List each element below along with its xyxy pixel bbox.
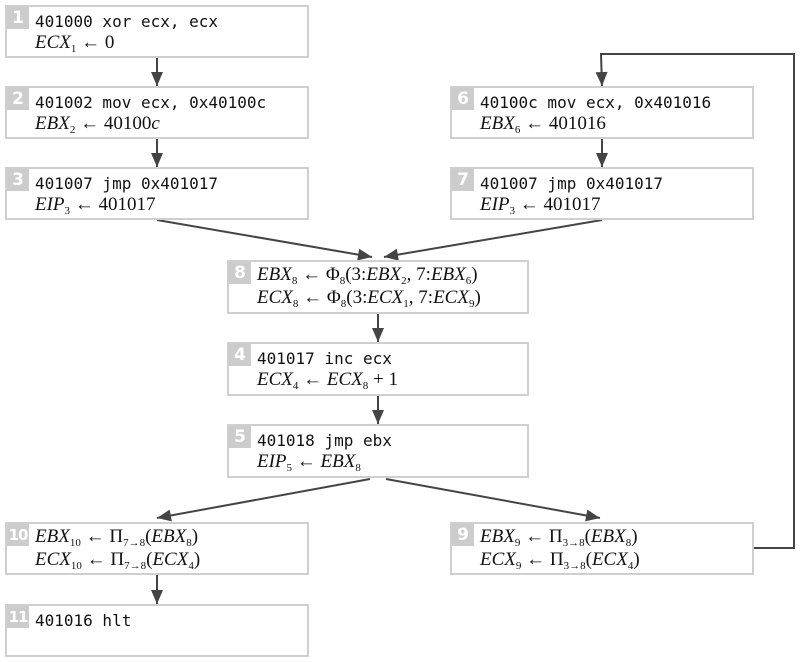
arrowhead [151, 72, 163, 86]
node-number-badge: 9 [452, 524, 474, 546]
assembly-instruction: 401002 mov ecx, 0x40100c [35, 93, 267, 112]
node-number-badge: 7 [452, 169, 474, 191]
node-number-badge: 5 [229, 426, 251, 448]
ssa-assignment: EBX6 ← 401016 [480, 113, 606, 136]
edge-5-to-9 [385, 478, 601, 519]
ssa-assignment: ECX4 ← ECX8 + 1 [257, 369, 398, 392]
cfg-node-8: 8 EBX8 ← Φ8(3:EBX2, 7:EBX6)ECX8 ← Φ8(3:EC… [227, 260, 529, 314]
assembly-instruction: 401018 jmp ebx [257, 431, 392, 450]
arrowhead [595, 71, 608, 86]
ssa-assignment: EBX2 ← 40100c [35, 113, 160, 136]
ssa-assignment: ECX10 ← Π7→8(ECX4) [35, 549, 201, 572]
node-number-badge: 8 [229, 262, 251, 284]
arrowhead [151, 590, 163, 604]
ssa-assignment: EIP3 ← 401017 [480, 194, 601, 217]
arrowhead [372, 328, 384, 342]
node-number-badge: 4 [229, 344, 251, 366]
edge-9-to-6 [599, 53, 795, 549]
arrowhead [585, 509, 600, 522]
arrowhead [596, 153, 608, 167]
node-number-badge: 1 [7, 7, 29, 29]
assembly-instruction: 401007 jmp 0x401017 [35, 174, 219, 193]
ssa-assignment: EIP3 ← 401017 [35, 194, 156, 217]
assembly-instruction: 40100c mov ecx, 0x401016 [480, 93, 712, 112]
cfg-node-9: 9 EBX9 ← Π3→8(EBX8)ECX9 ← Π3→8(ECX4) [450, 522, 754, 575]
ssa-assignment: ECX1 ← 0 [35, 32, 115, 55]
edge-7-to-8 [383, 219, 603, 258]
node-number-badge: 10 [7, 524, 29, 546]
node-number-badge: 3 [7, 169, 29, 191]
arrowhead [357, 248, 372, 261]
assembly-instruction: 401016 hlt [35, 611, 132, 630]
assembly-instruction: 401000 xor ecx, ecx [35, 12, 219, 31]
ssa-assignment: EBX9 ← Π3→8(EBX8) [480, 526, 638, 549]
cfg-node-11: 11 401016 hlt [5, 604, 309, 657]
arrowhead [151, 153, 163, 167]
edge-3-to-8 [156, 219, 373, 258]
arrowhead [157, 509, 172, 522]
arrowhead [384, 248, 399, 261]
ssa-assignment: ECX8 ← Φ8(3:ECX1, 7:ECX9) [257, 287, 481, 310]
node-number-badge: 11 [7, 606, 29, 628]
ssa-assignment: ECX9 ← Π3→8(ECX4) [480, 549, 640, 572]
ssa-assignment: EIP5 ← EBX8 [257, 451, 361, 474]
ssa-assignment: EBX10 ← Π7→8(EBX8) [35, 526, 199, 549]
edge-5-to-10 [156, 478, 371, 519]
arrowhead [372, 410, 384, 424]
assembly-instruction: 401017 inc ecx [257, 349, 392, 368]
node-number-badge: 2 [7, 88, 29, 110]
cfg-node-10: 10 EBX10 ← Π7→8(EBX8)ECX10 ← Π7→8(ECX4) [5, 522, 309, 575]
assembly-instruction: 401007 jmp 0x401017 [480, 174, 664, 193]
node-number-badge: 6 [452, 88, 474, 110]
ssa-assignment: EBX8 ← Φ8(3:EBX2, 7:EBX6) [257, 264, 478, 287]
